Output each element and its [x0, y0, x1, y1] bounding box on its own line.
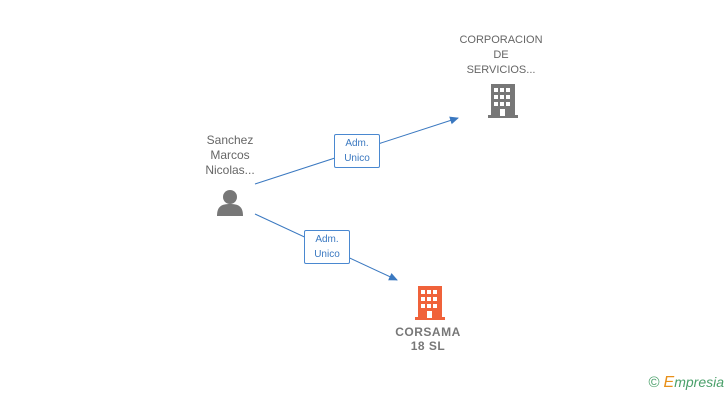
- edge-role-line1: Adm.: [345, 138, 369, 149]
- company-top-name[interactable]: CORPORACION DE SERVICIOS...: [459, 34, 543, 76]
- edge-role-line1: Adm.: [315, 234, 339, 245]
- brand-logo-text: mpresia: [674, 374, 724, 390]
- edge-role-box: Adm. Unico: [304, 230, 350, 264]
- copyright-symbol: ©: [648, 374, 660, 391]
- brand-footer: ©Empresia: [648, 374, 724, 392]
- person-icon[interactable]: [217, 190, 243, 216]
- edge-role-line2: Unico: [314, 249, 340, 260]
- main-building-icon[interactable]: [415, 286, 445, 320]
- edge-role-line2: Unico: [344, 153, 370, 164]
- edge-role-box: Adm. Unico: [334, 134, 380, 168]
- building-icon[interactable]: [488, 84, 518, 118]
- brand-logo-initial: E: [663, 374, 675, 391]
- company-main-name[interactable]: CORSAMA 18 SL: [395, 325, 461, 353]
- person-name[interactable]: Sanchez Marcos Nicolas...: [205, 133, 255, 177]
